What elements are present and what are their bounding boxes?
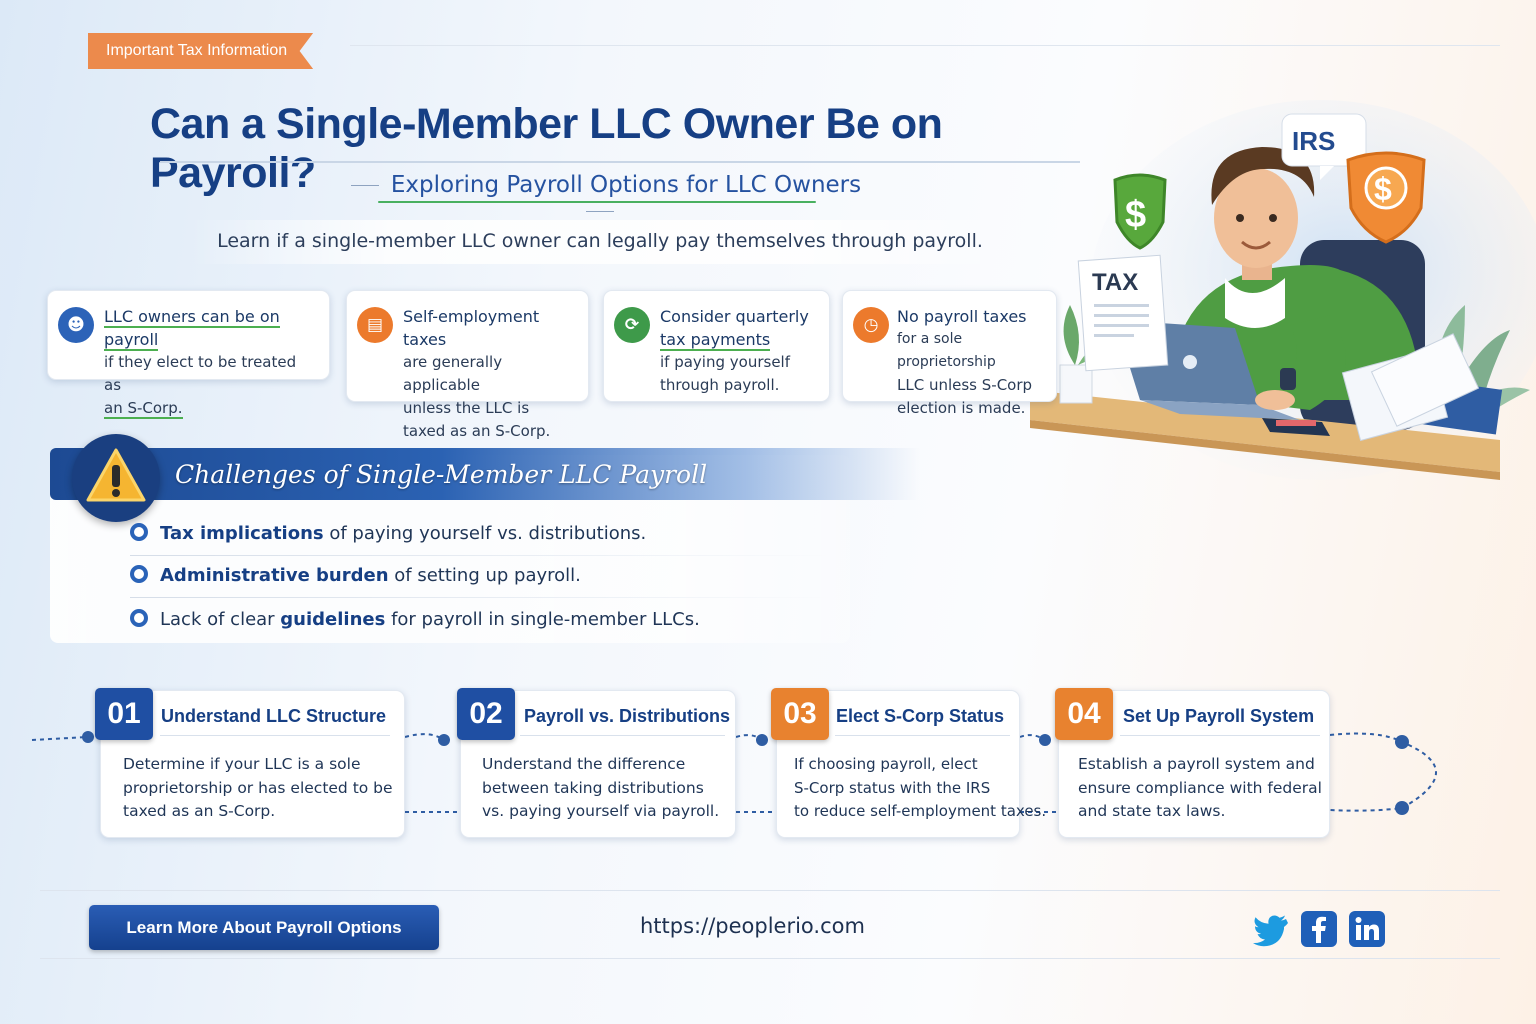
steps-connector <box>31 731 1437 815</box>
learn-more-button[interactable]: Learn More About Payroll Options <box>89 905 439 950</box>
info-card-head: LLC owners can be on payroll <box>104 307 280 351</box>
bullet-icon <box>130 565 148 583</box>
step-divider <box>835 735 1010 736</box>
challenge-item: Lack of clear guidelines for payroll in … <box>130 607 700 633</box>
linkedin-icon[interactable] <box>1348 910 1386 948</box>
page-subtitle: Exploring Payroll Options for LLC Owners <box>330 172 870 224</box>
dollar-symbol-orange: $ <box>1374 171 1392 207</box>
info-card-body: through payroll. <box>660 376 780 394</box>
step-title: Payroll vs. Distributions <box>524 706 731 726</box>
info-card-head: Consider quarterly <box>660 307 809 326</box>
challenge-item: Tax implications of paying yourself vs. … <box>130 521 646 547</box>
subtitle-underline <box>378 201 816 203</box>
step-title: Elect S-Corp Status <box>836 706 1005 726</box>
cycle-icon: ⟳ <box>614 307 650 343</box>
irs-label: IRS <box>1292 126 1335 156</box>
info-card-no-payroll-taxes: ◷ No payroll taxes for a sole proprietor… <box>842 290 1057 417</box>
info-card-head: tax payments <box>660 330 771 351</box>
step-divider <box>520 735 725 736</box>
step-number: 03 <box>771 688 829 740</box>
title-underline <box>160 161 1080 163</box>
step-number: 02 <box>457 688 515 740</box>
step-title: Set Up Payroll System <box>1123 706 1315 726</box>
person-icon: ☻ <box>58 307 94 343</box>
bullet-icon <box>130 609 148 627</box>
info-card-body: taxed as an S-Corp. <box>403 422 551 440</box>
step-number: 01 <box>95 688 153 740</box>
info-card-self-employment: ▤ Self-employment taxes are generally ap… <box>346 290 589 440</box>
info-card-body: if they elect to be treated as <box>104 353 297 394</box>
info-card-head: No payroll taxes <box>897 307 1027 326</box>
important-tax-tag: Important Tax Information <box>88 33 314 69</box>
challenge-divider <box>130 555 830 556</box>
twitter-icon[interactable] <box>1252 910 1290 948</box>
challenges-title: Challenges of Single-Member LLC Payroll <box>175 460 708 489</box>
tax-label: TAX <box>1092 269 1138 296</box>
challenge-divider <box>130 597 830 598</box>
warning-badge <box>72 434 160 522</box>
facebook-icon[interactable] <box>1300 910 1338 948</box>
footer-divider-top <box>40 890 1500 891</box>
info-card-body: an S-Corp. <box>104 399 183 419</box>
step-divider <box>160 735 390 736</box>
challenge-item: Administrative burden of setting up payr… <box>130 563 581 589</box>
step-number: 04 <box>1055 688 1113 740</box>
lead-text: Learn if a single-member LLC owner can l… <box>190 220 1010 264</box>
info-card-body: are generally applicable <box>403 353 503 394</box>
info-card-head: Self-employment taxes <box>403 307 540 349</box>
paper-stack <box>1341 333 1503 442</box>
bullet-icon <box>130 523 148 541</box>
clock-icon: ◷ <box>853 307 889 343</box>
info-card-body: election is made. <box>897 399 1026 417</box>
info-card-body: if paying yourself <box>660 353 790 371</box>
warning-icon <box>86 448 146 502</box>
step-title: Understand LLC Structure <box>161 706 387 726</box>
info-card-body: for a sole proprietorship <box>897 331 996 370</box>
page-title: Can a Single-Member LLC Owner Be on Payr… <box>150 100 943 197</box>
document-icon: ▤ <box>357 307 393 343</box>
challenges-banner <box>50 448 920 500</box>
info-card-body: unless the LLC is <box>403 399 530 417</box>
illustration: TAX $ IRS $ <box>1030 100 1536 500</box>
dollar-symbol-green: $ <box>1125 194 1146 236</box>
person-at-desk-illustration: TAX $ IRS $ <box>1030 100 1536 480</box>
info-card-quarterly: ⟳ Consider quarterly tax payments if pay… <box>603 290 830 402</box>
info-card-llc-payroll: ☻ LLC owners can be on payroll if they e… <box>47 290 330 419</box>
info-card-body: LLC unless S-Corp <box>897 376 1033 394</box>
website-link[interactable]: https://peoplerio.com <box>640 914 865 938</box>
top-divider <box>350 45 1500 46</box>
step-divider <box>1120 735 1320 736</box>
footer-divider-bottom <box>40 958 1500 959</box>
